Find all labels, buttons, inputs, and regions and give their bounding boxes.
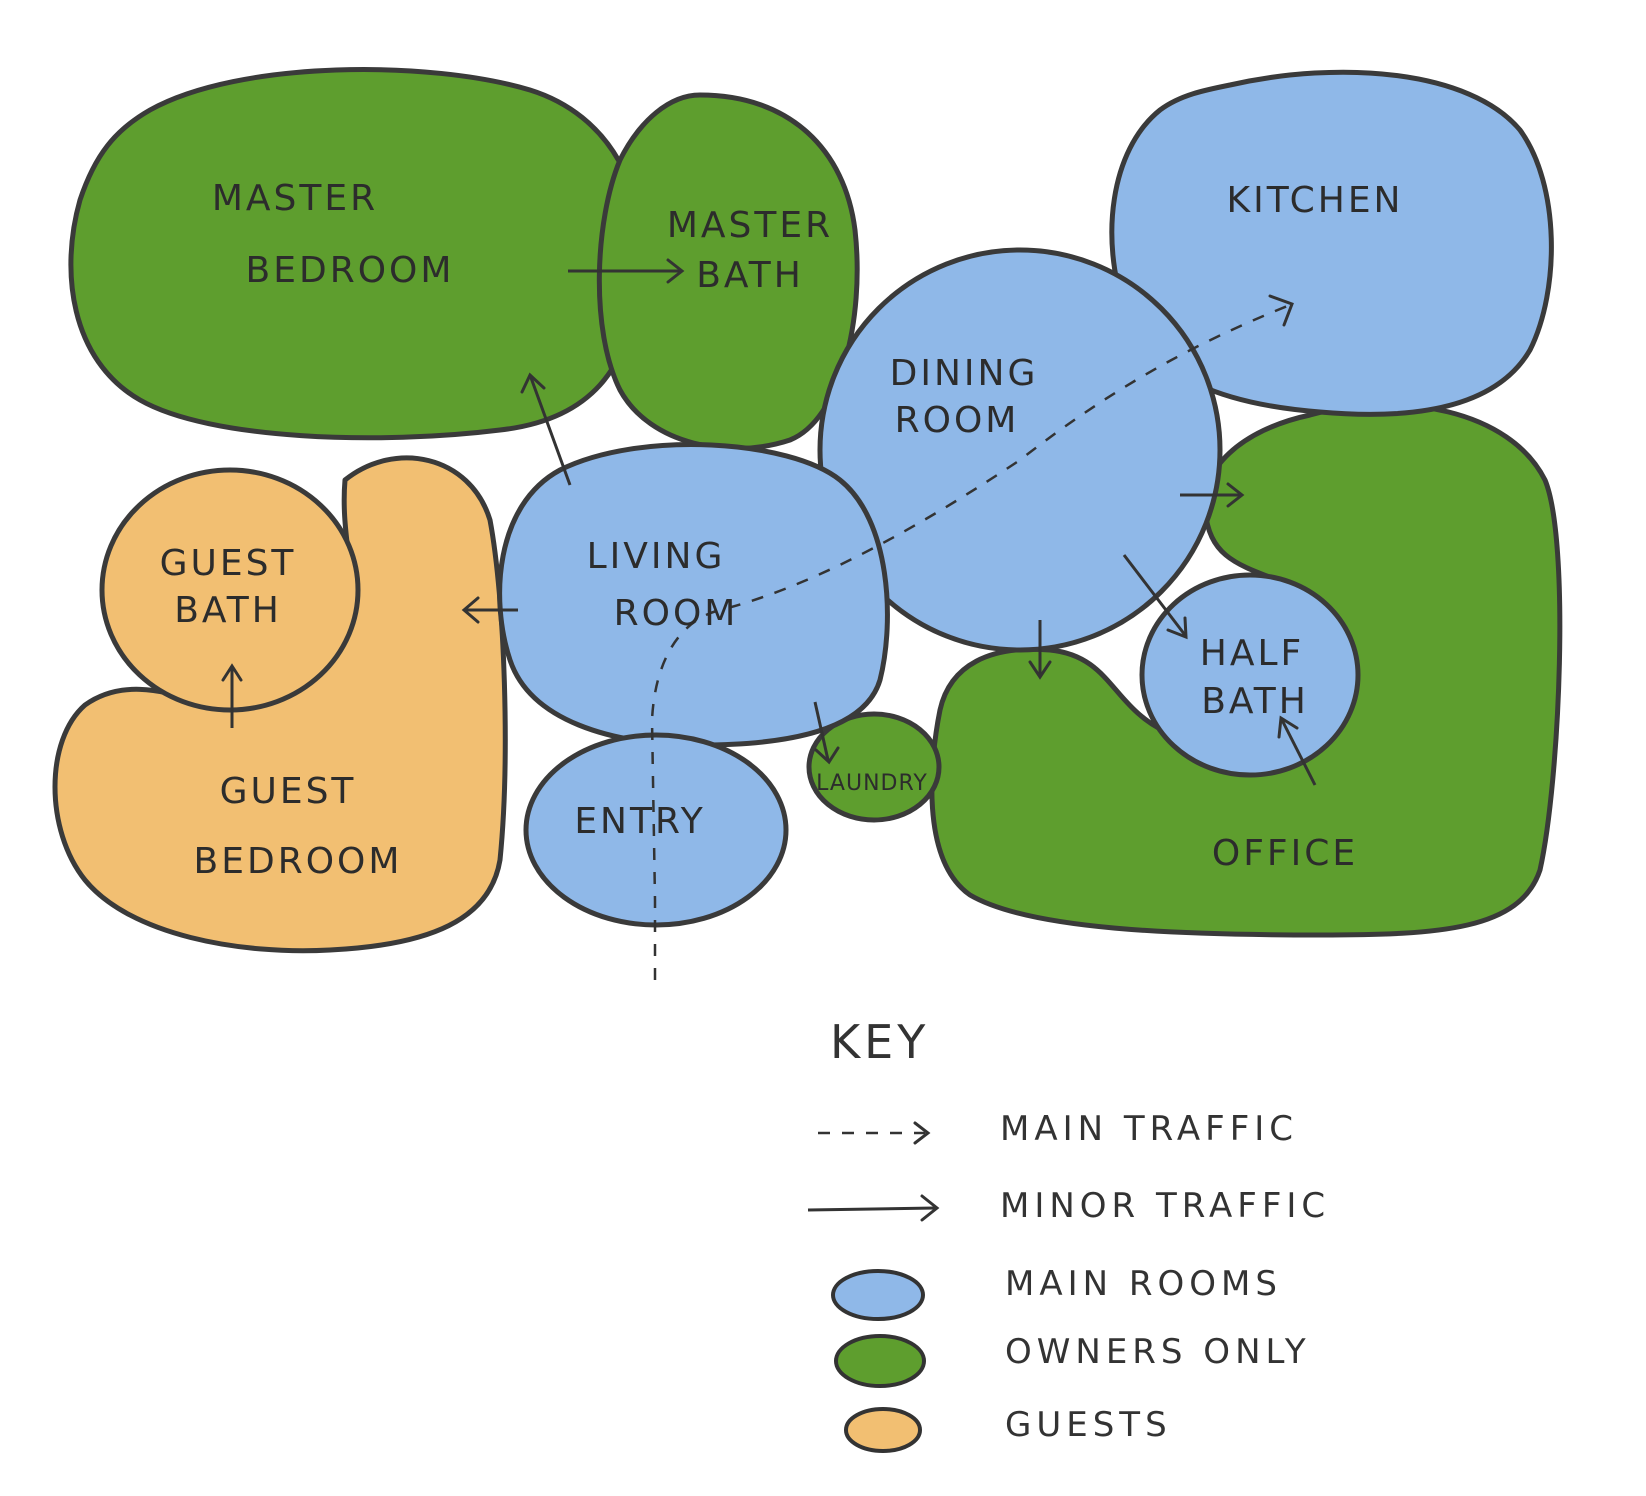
label-guest-bedroom-1: GUEST: [220, 771, 357, 812]
label-master-bedroom-2: BEDROOM: [246, 250, 455, 291]
key-label-minor-traffic: MINOR TRAFFIC: [1000, 1186, 1330, 1226]
label-guest-bath-2: BATH: [174, 590, 282, 631]
key-swatch-owners-only: [834, 1334, 926, 1388]
minor-traffic-arrows: [221, 258, 1317, 786]
key-label-owners-only: OWNERS ONLY: [1005, 1332, 1311, 1372]
label-dining-room-2: ROOM: [895, 400, 1020, 441]
label-dining-room-1: DINING: [890, 353, 1039, 394]
key-minor-traffic-symbol: [807, 1206, 936, 1212]
key-label-main-traffic: MAIN TRAFFIC: [1000, 1109, 1298, 1149]
room-dining-room: [817, 247, 1223, 653]
room-master-bedroom: [68, 67, 644, 441]
label-guest-bath-1: GUEST: [160, 543, 297, 584]
room-living-room: [497, 442, 890, 748]
label-guest-bedroom-2: BEDROOM: [194, 841, 403, 882]
key-legend: KEY MAIN TRAFFIC MINOR TRAFFIC MAIN ROOM…: [807, 1015, 1330, 1453]
key-swatch-main-rooms: [831, 1269, 925, 1321]
label-living-room-1: LIVING: [587, 536, 726, 577]
label-half-bath-1: HALF: [1200, 633, 1304, 674]
key-title: KEY: [830, 1015, 929, 1069]
key-label-guests: GUESTS: [1005, 1405, 1172, 1445]
room-laundry: [806, 711, 942, 823]
label-office: OFFICE: [1212, 833, 1358, 874]
label-half-bath-2: BATH: [1201, 681, 1309, 722]
label-kitchen: KITCHEN: [1227, 180, 1404, 221]
room-half-bath: [1139, 572, 1361, 778]
key-label-main-rooms: MAIN ROOMS: [1005, 1264, 1282, 1304]
label-entry: ENTRY: [574, 801, 705, 842]
label-master-bath-1: MASTER: [667, 205, 833, 246]
key-swatch-guests: [844, 1407, 922, 1453]
room-guest-bath: [99, 467, 361, 713]
label-laundry: LAUNDRY: [816, 771, 928, 796]
main-traffic-arrowhead: [1268, 294, 1294, 327]
main-traffic-path: [650, 303, 1291, 980]
room-kitchen: [1109, 69, 1554, 417]
label-master-bedroom-1: MASTER: [212, 178, 378, 219]
label-living-room-2: ROOM: [614, 593, 739, 634]
label-master-bath-2: BATH: [696, 255, 804, 296]
